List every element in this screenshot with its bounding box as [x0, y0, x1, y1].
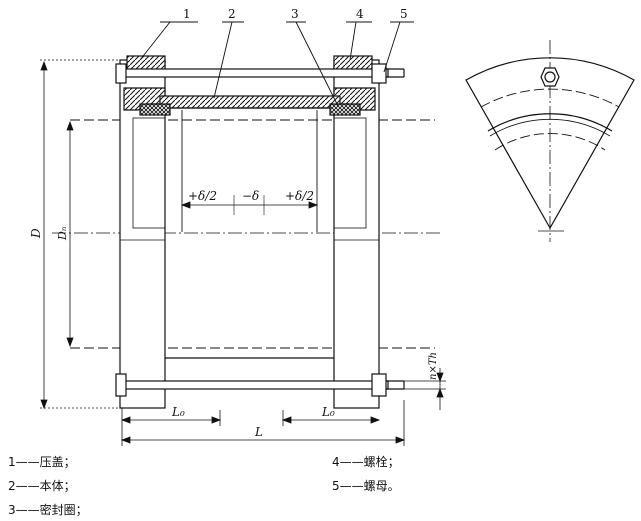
dim-L: L	[254, 425, 263, 439]
side-view	[465, 40, 635, 242]
bolt-top	[119, 68, 389, 78]
legend-item-4: 4——螺栓；	[332, 455, 400, 469]
seal-ring-left	[139, 103, 171, 116]
legend-item-5: 5——螺母。	[332, 479, 400, 493]
legend-item-1: 1——压盖；	[8, 455, 76, 469]
callout-5: 5	[400, 7, 408, 21]
callouts: 1 2 3 4 5	[183, 7, 408, 21]
body-sleeve	[159, 95, 341, 109]
callout-4: 4	[356, 7, 364, 21]
bolt-bottom	[119, 380, 389, 390]
dim-Dw: Dₙ	[56, 227, 69, 241]
dim-D: D	[29, 228, 43, 239]
front-view	[52, 55, 440, 409]
dim-plus-delta-half-left: +δ/2	[188, 189, 217, 203]
legend-item-3: 3——密封圈；	[8, 503, 88, 517]
dim-plus-delta-half-right: +δ/2	[285, 189, 314, 203]
leader-lines	[139, 21, 414, 107]
callout-3: 3	[291, 7, 299, 21]
hex-nut	[540, 67, 560, 87]
callout-1: 1	[183, 7, 191, 21]
legend-item-2: 2——本体；	[8, 479, 76, 493]
dim-minus-delta: −δ	[242, 189, 259, 203]
dim-L0-left: L₀	[171, 405, 185, 419]
callout-2: 2	[228, 7, 236, 21]
dimension-lines	[40, 59, 446, 446]
dimension-labels: D Dₙ +δ/2 −δ +δ/2 L₀ L₀ L n×Th	[29, 189, 439, 439]
dim-L0-right: L₀	[321, 405, 335, 419]
seal-ring-right	[329, 103, 361, 116]
dim-nxTh: n×Th	[428, 352, 439, 380]
